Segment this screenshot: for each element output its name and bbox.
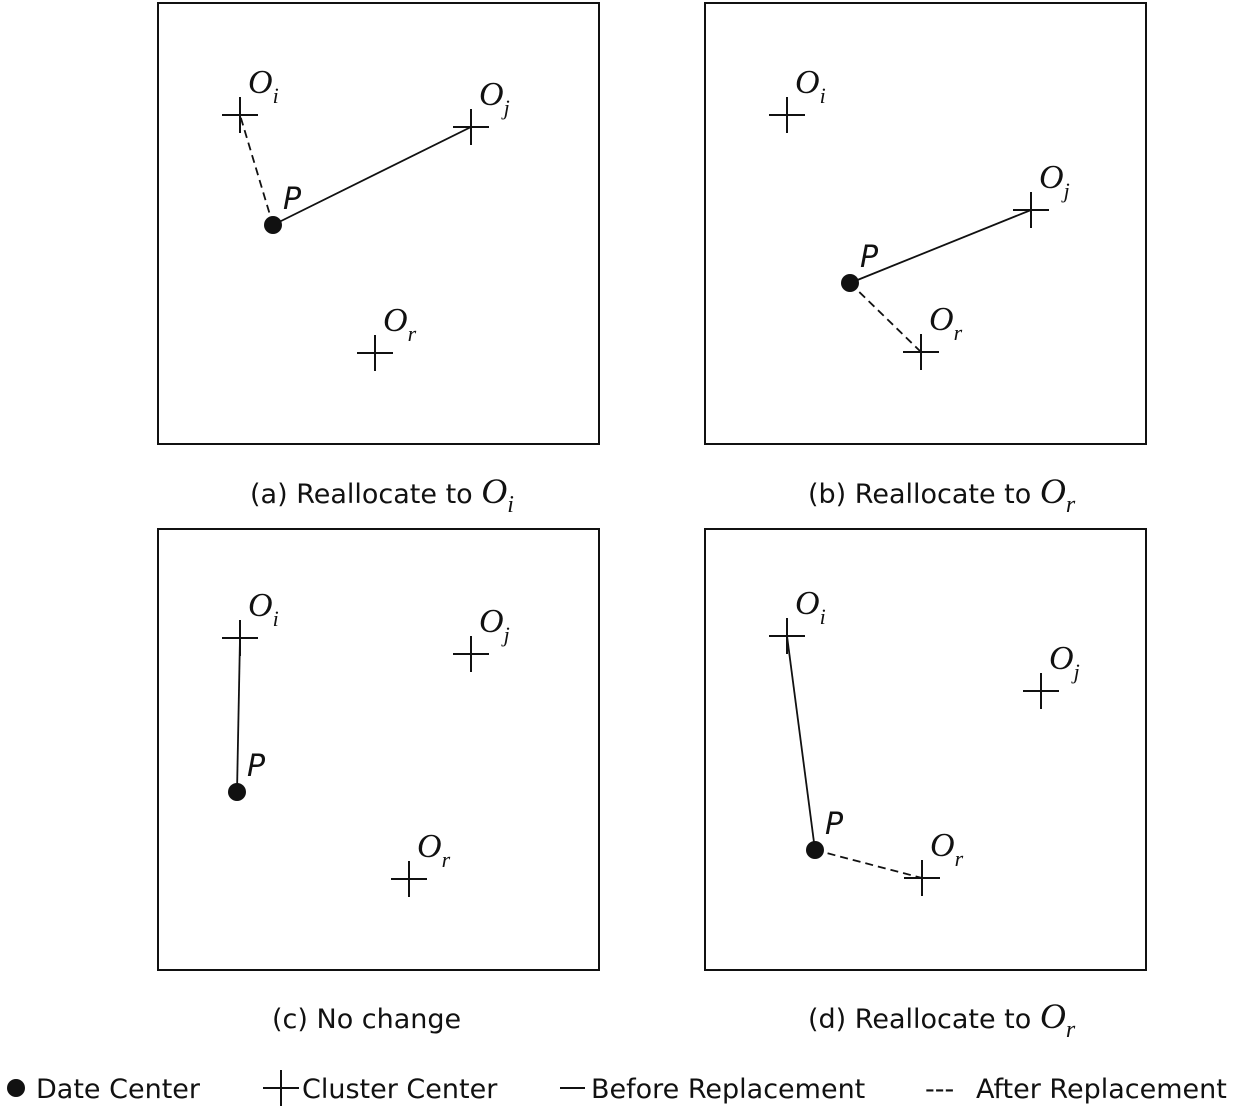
after-replacement-line (814, 849, 923, 879)
panel-frame (704, 528, 1147, 971)
cluster-center-i-icon (769, 618, 805, 654)
before-replacement-line (236, 637, 241, 793)
panel-caption: (d) Reallocate to Or (808, 996, 1076, 1043)
cluster-center-label-i: Oi (795, 585, 826, 629)
panel-caption: (c) No change (272, 1004, 461, 1035)
cluster-center-label-i: Oi (248, 587, 279, 631)
cluster-center-label-r: Or (417, 828, 451, 872)
after-replacement-line (239, 114, 274, 226)
cluster-center-r-icon (391, 861, 427, 897)
cluster-center-label-r: Or (383, 302, 417, 346)
cluster-center-j-icon (453, 109, 489, 145)
cluster-center-i-icon (222, 97, 258, 133)
cluster-center-label-r: Or (929, 301, 963, 345)
cluster-center-i-icon (222, 620, 258, 656)
cluster-center-j-icon (453, 636, 489, 672)
legend-cluster-center-label: Cluster Center (302, 1074, 498, 1105)
panel-frame (704, 2, 1147, 445)
cluster-center-label-i: Oi (795, 64, 826, 108)
point-label: P (825, 807, 844, 842)
cluster-center-r-icon (357, 335, 393, 371)
legend-after-label: After Replacement (976, 1074, 1227, 1105)
cluster-center-j-icon (1013, 192, 1049, 228)
cluster-center-j-icon (1023, 673, 1059, 709)
legend-data-center-label: Date Center (36, 1074, 201, 1105)
data-center-point-icon (806, 841, 824, 859)
data-center-point-icon (228, 783, 246, 801)
panel-caption: (a) Reallocate to Oi (250, 471, 514, 518)
legend: Date Center Cluster Center Before Replacem… (7, 1070, 1227, 1106)
cluster-center-r-icon (904, 860, 940, 896)
cluster-center-label-i: Oi (248, 64, 279, 108)
cluster-center-label-j: Oj (1039, 159, 1070, 203)
panel-caption: (b) Reallocate to Or (808, 471, 1076, 518)
point-label: P (247, 749, 266, 784)
legend-data-center-icon (7, 1079, 25, 1097)
cluster-center-label-j: Oj (1049, 640, 1080, 684)
point-label: P (860, 240, 879, 275)
panel-frame (157, 2, 600, 445)
cluster-center-label-j: Oj (479, 76, 510, 120)
before-replacement-line (272, 126, 472, 226)
cluster-center-i-icon (769, 97, 805, 133)
before-replacement-line (786, 635, 816, 851)
before-replacement-line (849, 209, 1032, 284)
data-center-point-icon (841, 274, 859, 292)
cluster-center-label-r: Or (930, 827, 964, 871)
legend-before-label: Before Replacement (591, 1074, 865, 1105)
data-center-point-icon (264, 216, 282, 234)
after-replacement-line (849, 282, 922, 353)
cluster-center-r-icon (903, 334, 939, 370)
cluster-center-label-j: Oj (479, 603, 510, 647)
legend-dashed-line-icon: --- (925, 1074, 954, 1105)
panel-frame (157, 528, 600, 971)
legend-cluster-center-icon (263, 1070, 299, 1106)
point-label: P (283, 182, 302, 217)
